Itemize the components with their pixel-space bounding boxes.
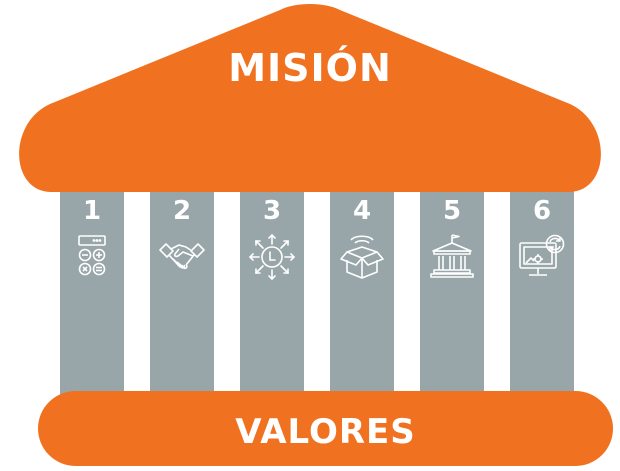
pillar-2: 2 [150,166,214,396]
mision-title: MISIÓN [228,46,392,90]
pillar-number: 3 [262,196,282,226]
roof-shape [19,4,601,192]
pillar-number: 1 [82,196,102,226]
base-shape [38,391,613,466]
pillar-number: 4 [352,196,372,226]
pillar-number: 6 [532,196,552,226]
open-box-icon [337,232,387,282]
monitor-settings-icon [517,232,567,282]
pillar-3: 3 [240,166,304,396]
pillar-6: 6 [510,166,574,396]
handshake-icon [157,232,207,282]
pillar-number: 2 [172,196,192,226]
time-compass-icon [247,232,297,282]
pillar-4: 4 [330,166,394,396]
pillar-5: 5 [420,166,484,396]
pillar-number: 5 [442,196,462,226]
bank-building-icon [427,232,477,282]
pillar-1: 1 [60,166,124,396]
calculator-icon [67,232,117,282]
valores-title: VALORES [235,412,416,452]
